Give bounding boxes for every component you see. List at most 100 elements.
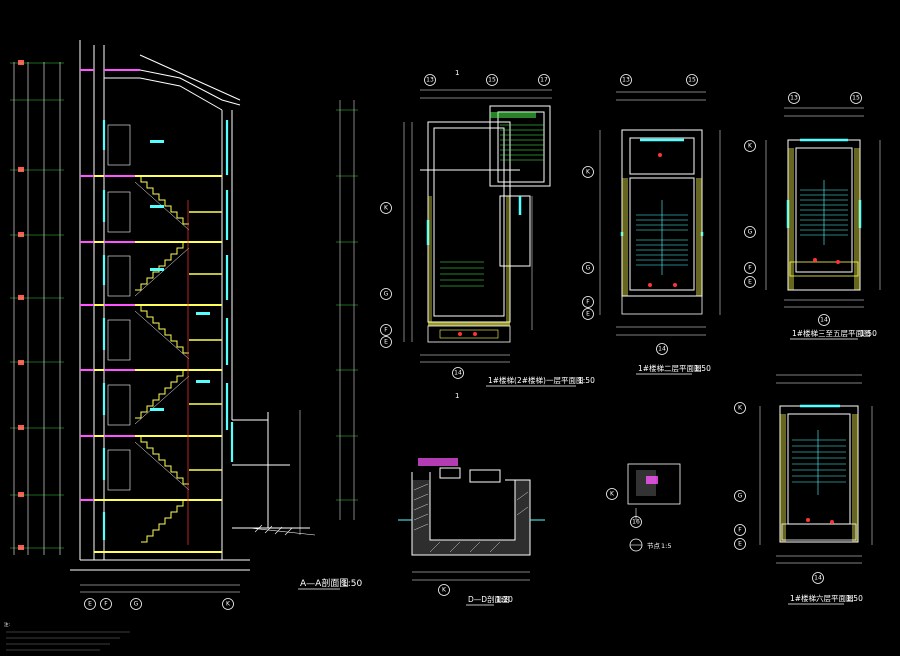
section-ground — [249, 524, 316, 536]
plan-3-scale: 1:50 — [860, 329, 877, 338]
plan-1-entrance — [427, 325, 511, 343]
section-title: A—A剖面图 — [300, 577, 348, 589]
plan-1-dimensions — [403, 89, 552, 363]
plan-1-treads — [440, 124, 544, 287]
axis-label: 15 — [688, 77, 696, 84]
axis-label: F — [586, 299, 590, 306]
plan-2-balcony — [621, 295, 703, 315]
axis-label: G — [748, 229, 753, 236]
section-stair-flights — [134, 175, 190, 543]
axis-bubble-section-bottom-3: K — [222, 598, 234, 610]
axis-bubble-plan2-side-0: K — [582, 166, 594, 178]
axis-label: E — [738, 541, 742, 548]
axis-bubble-plan3-side-3: E — [744, 276, 756, 288]
axis-label: E — [88, 601, 92, 608]
axis-bubble-plan3-side-2: F — [744, 262, 756, 274]
axis-bubble-plan4-side-3: E — [734, 538, 746, 550]
detail-pink-finish — [418, 458, 458, 466]
plan-3-treads — [800, 180, 848, 245]
section-walls — [70, 40, 310, 571]
plan-4-scale: 1:50 — [846, 594, 863, 603]
axis-label: 17 — [540, 77, 548, 84]
plan-4-wall-hatch — [780, 414, 858, 542]
detail-scale: 1:20 — [496, 595, 513, 604]
axis-label: K — [442, 587, 447, 594]
axis-label: F — [104, 601, 108, 608]
plan-1-green-strip — [490, 112, 536, 118]
detail-outline — [411, 467, 531, 556]
axis-bubble-plan3-top-1: 15 — [850, 92, 862, 104]
axis-label: G — [134, 601, 139, 608]
axis-label: K — [738, 405, 743, 412]
node-pink — [646, 476, 658, 484]
axis-label: F — [738, 527, 742, 534]
axis-label: 15 — [488, 77, 496, 84]
axis-bubble-plan2-side-3: E — [582, 308, 594, 320]
node-scale: 1:5 — [661, 542, 671, 550]
axis-label: F — [748, 265, 752, 272]
section-dim-ticks — [10, 62, 64, 549]
plan-1-walls — [420, 105, 551, 323]
section-elevation-marks — [18, 60, 24, 550]
axis-bubble-plan2-side-2: F — [582, 296, 594, 308]
axis-bubble-plan2-top-1: 15 — [686, 74, 698, 86]
plan-1-first-floor: 1#楼梯(2#楼梯)一层平面图 1:50 1 1 — [403, 69, 595, 400]
plan-2-red-mark-2 — [673, 283, 677, 287]
plan-1-wall-hatch — [428, 196, 510, 326]
axis-label: E — [384, 339, 388, 346]
plan-2-dimensions — [599, 91, 721, 336]
plan-4-walls — [779, 405, 859, 543]
section-right-dimensions — [299, 100, 355, 535]
detail-title: D—D剖面图 — [468, 594, 510, 604]
axis-bubble-plan3-side-1: G — [744, 226, 756, 238]
node-detail: 节点 1:5 — [627, 463, 681, 552]
plan-4-balcony — [781, 523, 857, 541]
axis-label: G — [738, 493, 743, 500]
section-floor-highlights — [80, 69, 140, 501]
plan-4-title: 1#楼梯六层平面图 — [790, 593, 854, 603]
axis-label: 14 — [658, 346, 666, 353]
axis-label: K — [384, 205, 389, 212]
plan-2-red-mark — [648, 283, 652, 287]
axis-bubble-plan1-side-1: G — [380, 288, 392, 300]
plan-2-second-floor: 1#楼梯二层平面图 1:50 — [599, 91, 721, 375]
plan-1-scale: 1:50 — [578, 376, 595, 385]
axis-label: K — [748, 143, 753, 150]
plan-3-windows — [786, 138, 862, 228]
axis-label: 14 — [454, 370, 462, 377]
axis-bubble-plan2-side-1: G — [582, 262, 594, 274]
plan-4-red-mark — [806, 518, 810, 522]
plan-3-balcony — [789, 261, 859, 277]
plan-4-sixth-floor: 1#楼梯六层平面图 1:50 — [759, 374, 873, 605]
axis-bubble-section-bottom-1: F — [100, 598, 112, 610]
plan-3-title: 1#楼梯三至五层平面图 — [792, 328, 871, 338]
axis-label: K — [610, 491, 615, 498]
axis-bubble-detail-bottom-0: K — [438, 584, 450, 596]
axis-bubble-node-bottom-0: 16 — [630, 516, 642, 528]
axis-bubble-plan1-side-2: F — [380, 324, 392, 336]
axis-bubble-plan2-top-0: 13 — [620, 74, 632, 86]
axis-bubble-plan1-side-0: K — [380, 202, 392, 214]
section-right-dim-ticks — [336, 109, 358, 501]
axis-label: 14 — [814, 575, 822, 582]
axis-bubble-plan3-top-0: 13 — [788, 92, 800, 104]
axis-bubble-plan4-side-1: G — [734, 490, 746, 502]
detail-d-d: D—D剖面图 1:20 — [398, 458, 545, 606]
axis-bubble-plan3-side-0: K — [744, 140, 756, 152]
detail-hatch — [413, 483, 529, 553]
detail-dimensions — [412, 571, 530, 581]
axis-bubble-plan3-bottom-0: 14 — [818, 314, 830, 326]
axis-label: 15 — [852, 95, 860, 102]
axis-label: F — [384, 327, 388, 334]
axis-bubble-plan1-side-3: E — [380, 336, 392, 348]
plan-2-windows — [620, 138, 704, 236]
axis-label: G — [384, 291, 389, 298]
section-a-a: A—A剖面图 1:50 — [10, 40, 362, 593]
drawing-notes: 注: — [4, 621, 130, 651]
plan-1-windows — [426, 196, 522, 245]
plan-2-scale: 1:50 — [694, 364, 711, 373]
plan-3-third-to-fifth-floor: 1#楼梯三至五层平面图 1:50 — [765, 107, 881, 340]
axis-label: 14 — [820, 317, 828, 324]
axis-bubble-section-bottom-2: G — [130, 598, 142, 610]
